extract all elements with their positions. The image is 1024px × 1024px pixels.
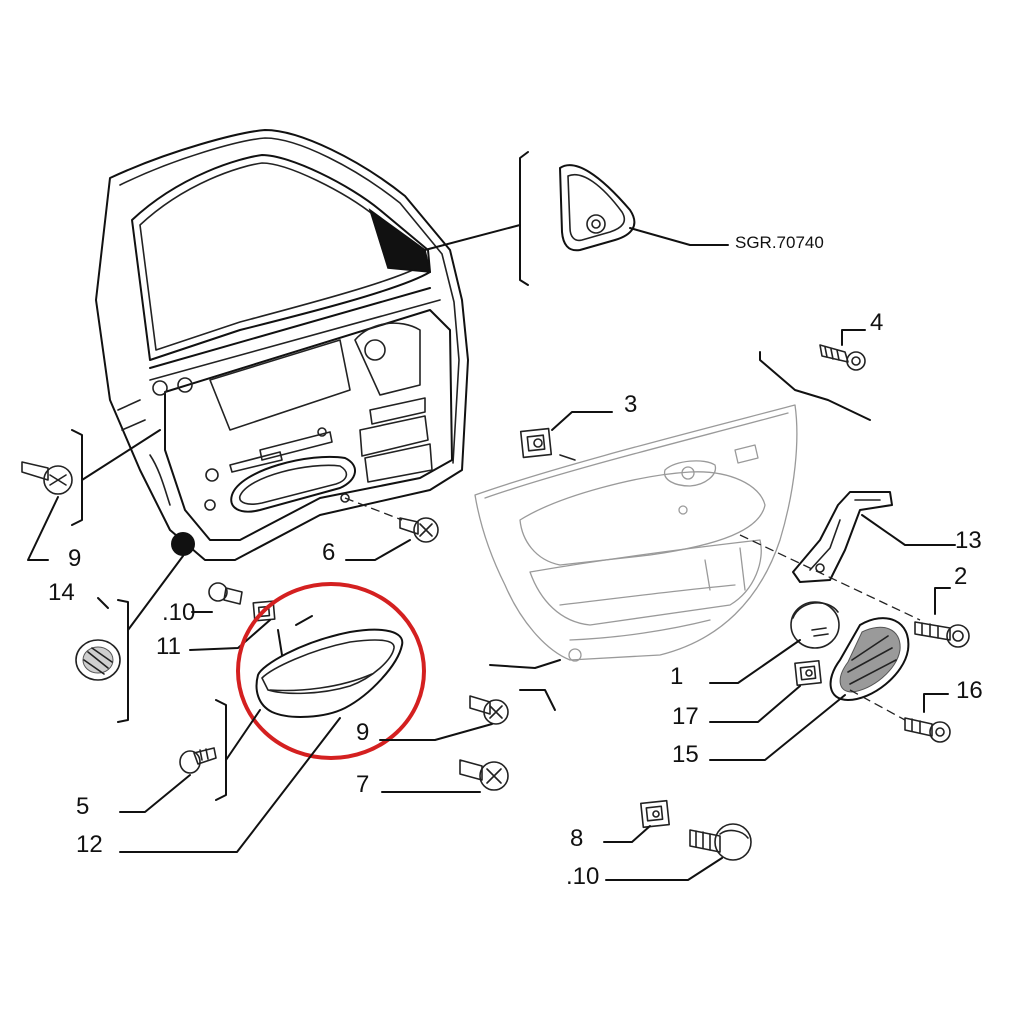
round-cap-1 <box>790 601 840 649</box>
callout-18: 17 <box>672 703 699 730</box>
highlight-circle <box>236 582 426 760</box>
handle-cup-13 <box>255 628 404 718</box>
round-pad-15 <box>75 639 121 681</box>
door-trim-panel <box>474 404 798 662</box>
clip-8 <box>640 799 670 829</box>
mirror-cap-part <box>559 164 636 252</box>
callout-5: 5 <box>76 793 89 820</box>
push-pin-9-left <box>21 461 73 495</box>
callout-17: 16 <box>956 677 983 704</box>
clip-12 <box>252 600 276 622</box>
callout-12: 11 <box>156 633 181 660</box>
screw-11 <box>208 582 243 605</box>
callout-7: 7 <box>356 771 369 798</box>
reference-code: SGR.70740 <box>735 233 824 252</box>
callout-11: .10 <box>162 599 195 626</box>
push-pin-7 <box>459 759 509 791</box>
door-shell <box>95 129 469 561</box>
callout-10: .10 <box>566 863 599 890</box>
callout-3: 3 <box>624 391 637 418</box>
push-pin-6 <box>399 517 439 543</box>
callout-2: 2 <box>954 563 967 590</box>
callout-13: 12 <box>76 831 103 858</box>
callout-15: 14 <box>48 579 75 606</box>
speaker-grille-16 <box>829 617 910 701</box>
screw-2 <box>914 621 970 648</box>
screw-17 <box>904 717 951 743</box>
callout-16: 15 <box>672 741 699 768</box>
callout-14: 13 <box>955 527 982 554</box>
callout-9-right: 9 <box>356 719 369 746</box>
callout-8: 8 <box>570 825 583 852</box>
screw-5 <box>179 747 217 774</box>
push-pin-9-right <box>469 695 509 725</box>
plug-dot <box>171 532 195 556</box>
screw-4 <box>819 344 866 371</box>
clip-18 <box>794 660 822 686</box>
callout-9-left: 9 <box>68 545 81 572</box>
callout-6: 6 <box>322 539 335 566</box>
push-rivet-10 <box>689 823 752 861</box>
bracket-14 <box>792 491 893 583</box>
callout-4: 4 <box>870 309 883 336</box>
callout-1: 1 <box>670 663 683 690</box>
clip-3 <box>519 427 553 459</box>
